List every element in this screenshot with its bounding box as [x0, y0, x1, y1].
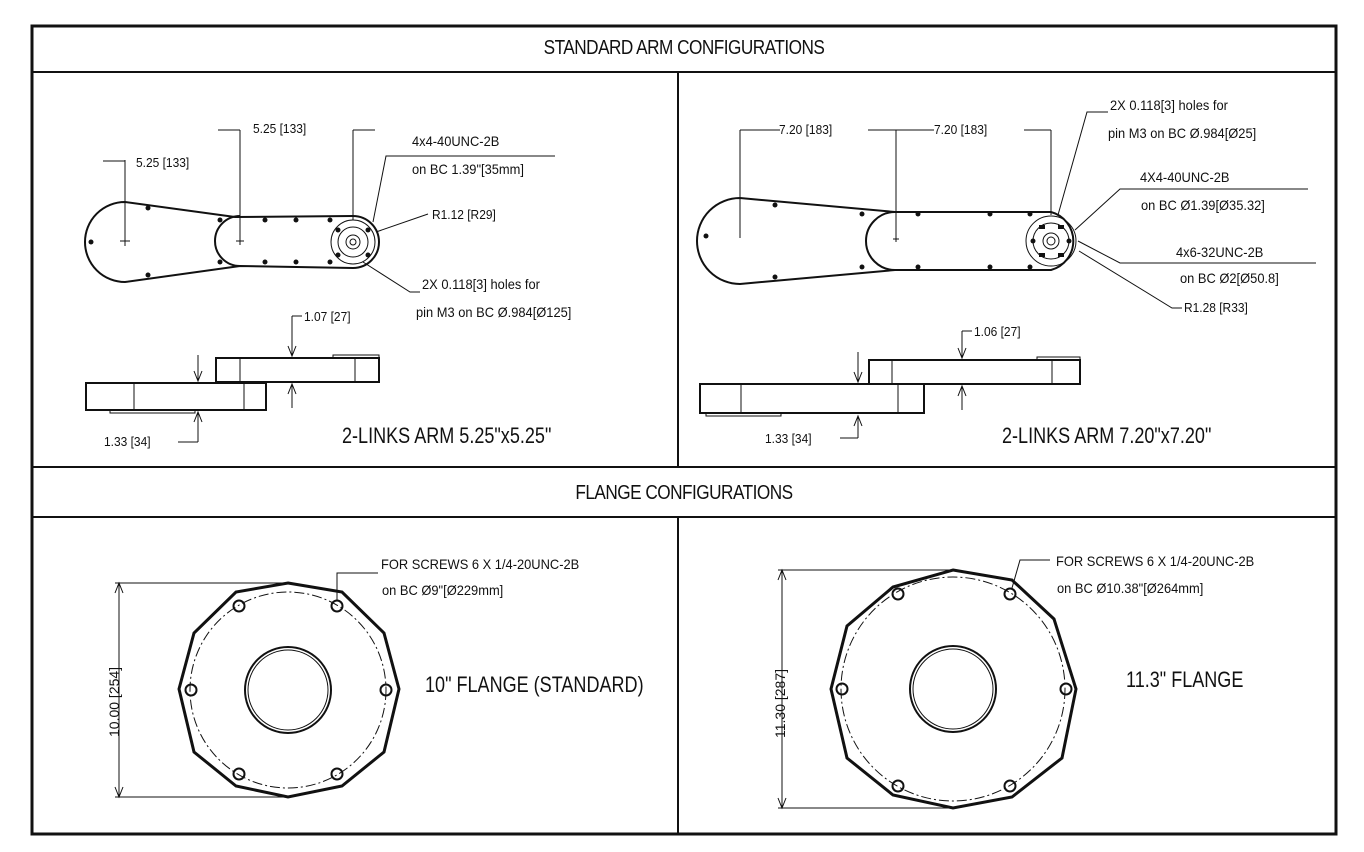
arm5-dim-link2: 5.25 [133] — [253, 121, 307, 136]
arm5-tap-line1: 4x4-40UNC-2B — [412, 133, 500, 149]
arm5-top-view — [84, 129, 555, 293]
arm7-dim-link1: 7.20 [183] — [779, 122, 833, 137]
arm5-height-lower: 1.33 [34] — [104, 434, 151, 449]
arm7-radius: R1.28 [R33] — [1184, 300, 1248, 315]
flange11-title: 11.3" FLANGE — [1126, 667, 1244, 692]
arm7-top-view — [696, 111, 1316, 309]
flange10-title: 10" FLANGE (STANDARD) — [425, 672, 644, 697]
arm-section-header: STANDARD ARM CONFIGURATIONS — [543, 37, 825, 59]
arm5-tap-line2: on BC 1.39"[35mm] — [412, 161, 524, 177]
arm7-holes-line2: pin M3 on BC Ø.984[Ø25] — [1108, 125, 1257, 141]
arm7-side-view — [699, 330, 1081, 439]
arm7-title: 2-LINKS ARM 7.20"x7.20" — [1002, 423, 1212, 448]
arm7-tap2-line2: on BC Ø2[Ø50.8] — [1180, 270, 1279, 286]
arm5-holes-line2: pin M3 on BC Ø.984[Ø125] — [416, 304, 572, 320]
flange11-diameter: 11.30 [287] — [772, 668, 788, 738]
flange11-view — [777, 559, 1078, 810]
arm7-height-upper: 1.06 [27] — [974, 324, 1021, 339]
arm7-height-lower: 1.33 [34] — [765, 431, 812, 446]
arm7-dim-link2: 7.20 [183] — [934, 122, 988, 137]
arm5-holes-line1: 2X 0.118[3] holes for — [422, 276, 540, 292]
arm5-title: 2-LINKS ARM 5.25"x5.25" — [342, 423, 552, 448]
flange11-screws-line1: FOR SCREWS 6 X 1/4-20UNC-2B — [1056, 553, 1255, 569]
frame — [30, 24, 1338, 836]
arm5-radius: R1.12 [R29] — [432, 207, 496, 222]
arm7-holes-line1: 2X 0.118[3] holes for — [1110, 97, 1228, 113]
arm7-tap1-line1: 4X4-40UNC-2B — [1140, 169, 1230, 185]
arm7-tap1-line2: on BC Ø1.39[Ø35.32] — [1141, 197, 1265, 213]
flange11-screws-line2: on BC Ø10.38"[Ø264mm] — [1057, 580, 1204, 596]
flange10-view — [114, 572, 401, 799]
flange-section-header: FLANGE CONFIGURATIONS — [575, 482, 793, 504]
flange10-screws-line2: on BC Ø9"[Ø229mm] — [382, 582, 504, 598]
arm5-side-view — [85, 315, 380, 443]
arm5-height-upper: 1.07 [27] — [304, 309, 351, 324]
flange10-screws-line1: FOR SCREWS 6 X 1/4-20UNC-2B — [381, 556, 580, 572]
arm5-dim-link1: 5.25 [133] — [136, 155, 190, 170]
arm7-tap2-line1: 4x6-32UNC-2B — [1176, 244, 1264, 260]
flange10-diameter: 10.00 [254] — [106, 666, 122, 737]
